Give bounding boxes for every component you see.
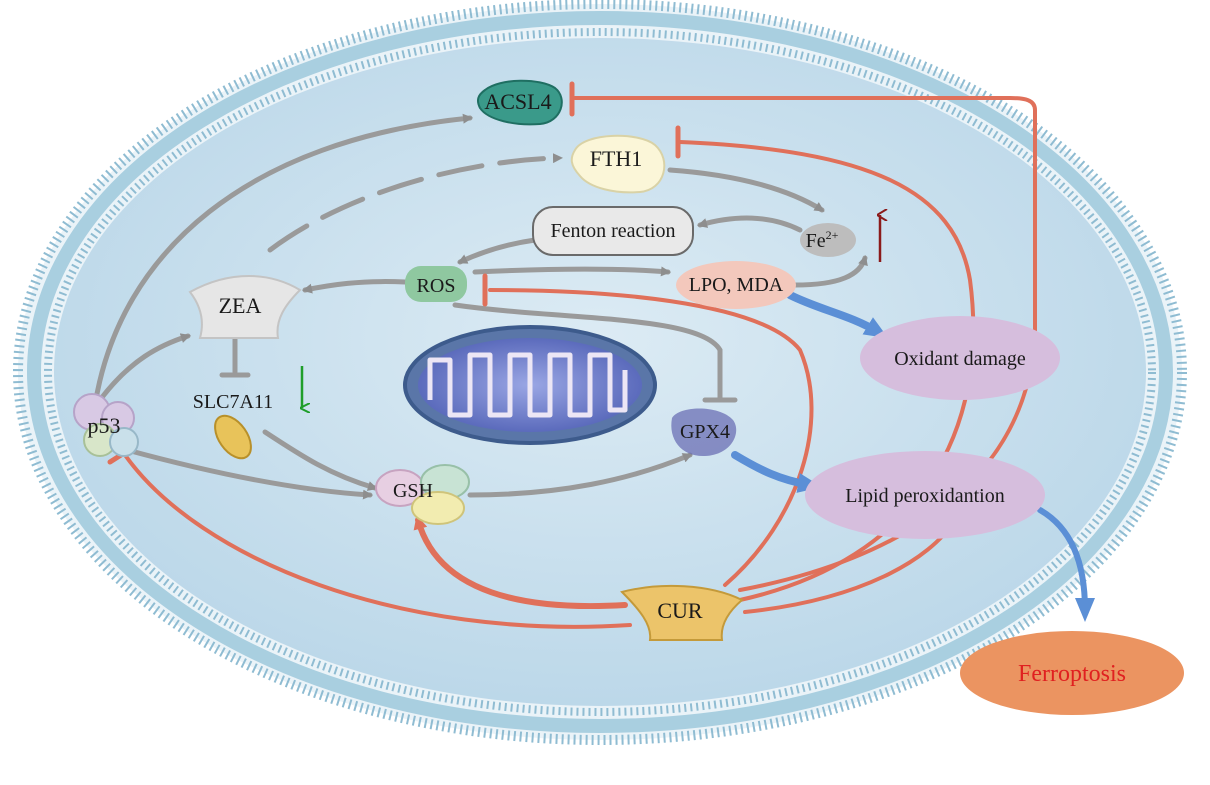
fe-symbol: Fe	[806, 230, 826, 252]
gsh-node: GSH	[375, 464, 470, 525]
acsl4-label: ACSL4	[484, 89, 551, 114]
gpx4-node: GPX4	[671, 408, 737, 457]
arrow-fe-fenton	[697, 215, 803, 233]
blue-arrows	[731, 291, 1095, 622]
ros-label: ROS	[417, 275, 456, 297]
ferroptosis-label: Ferroptosis	[1018, 661, 1126, 687]
lipid-label: Lipid peroxidantion	[845, 485, 1004, 507]
fth1-node: FTH1	[570, 134, 666, 194]
inhibit-cur-fth1	[678, 140, 976, 602]
p53-node: p53	[73, 393, 139, 457]
arrow-ros-lpo	[472, 266, 671, 277]
mitochondrion	[403, 325, 657, 445]
fenton-box	[532, 206, 694, 256]
p53-label: p53	[88, 413, 121, 438]
lpo-node: LPO, MDA	[676, 261, 796, 309]
ros-node: ROS	[405, 266, 467, 302]
cur-shape	[620, 584, 744, 641]
inhibit-cur-p53	[123, 453, 632, 629]
oxidant-label: Oxidant damage	[894, 348, 1026, 370]
arrow-dashed-fth1	[267, 153, 563, 253]
ros-shape	[405, 266, 467, 302]
arrow-gpx4-lipid	[731, 451, 822, 493]
fe-charge: 2+	[826, 228, 839, 242]
lipid-node: Lipid peroxidantion	[805, 451, 1045, 539]
lpo-shape	[676, 261, 796, 309]
zea-label: ZEA	[219, 293, 262, 318]
slc7a11-node: SLC7A11	[193, 391, 273, 460]
arrow-lipid-ferroptosis	[1037, 507, 1095, 622]
arrow-cur-gsh	[413, 515, 628, 610]
acsl4-node: ACSL4	[476, 79, 563, 126]
ferroptosis-node: Ferroptosis	[960, 631, 1184, 715]
fenton-label: Fenton reaction	[551, 220, 676, 242]
lpo-label: LPO, MDA	[689, 274, 784, 296]
fe-label: Fe2+	[806, 228, 839, 252]
cur-label: CUR	[657, 598, 703, 623]
arrow-p53-gsh	[117, 445, 373, 500]
gpx4-label: GPX4	[680, 421, 730, 443]
arrow-lpo-fe	[792, 255, 868, 288]
arrow-fenton-ros	[457, 237, 538, 265]
fth1-shape	[570, 134, 666, 194]
gsh-label: GSH	[393, 480, 433, 502]
oxidant-shape	[860, 316, 1060, 400]
acsl4-shape	[476, 79, 563, 126]
fth1-label: FTH1	[590, 146, 643, 171]
arrow-ros-gpx4	[452, 302, 723, 403]
arrow-p53-zea	[97, 333, 191, 403]
slc7a11-label: SLC7A11	[193, 391, 273, 413]
arrow-lpo-oxidant	[786, 291, 889, 339]
oxidant-node: Oxidant damage	[860, 316, 1060, 400]
fenton-node: Fenton reaction	[532, 206, 694, 256]
cur-node: CUR	[620, 584, 744, 641]
fe-node: Fe2+	[800, 223, 856, 257]
gray-arrows	[92, 113, 868, 500]
arrow-fth1-fe	[667, 167, 825, 213]
arrow-ros-zea	[302, 279, 408, 294]
zea-node: ZEA	[188, 275, 302, 339]
lipid-shape	[805, 451, 1045, 539]
arrow-gsh-gpx4	[467, 452, 693, 498]
arrow-p53-acsl4	[92, 113, 473, 408]
slc7a11-transporter	[214, 414, 252, 460]
gpx4-shape	[671, 408, 737, 457]
cell-membrane	[27, 11, 1173, 733]
zea-shape	[188, 275, 302, 339]
cell-membrane-inner	[44, 28, 1156, 716]
inhibit-cur-ros	[488, 288, 814, 587]
arrow-slc7a11-gsh	[262, 429, 378, 491]
fe-shape	[800, 223, 856, 257]
ferroptosis-shape	[960, 631, 1184, 715]
